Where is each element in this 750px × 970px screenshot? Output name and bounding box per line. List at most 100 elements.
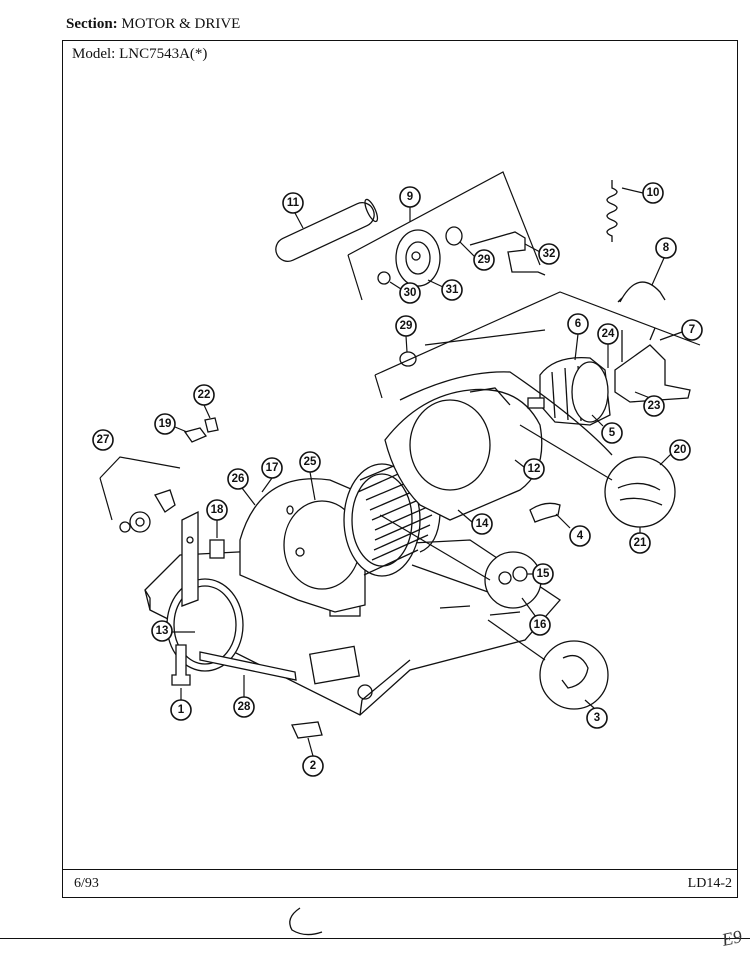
callout-label-6: 6 <box>575 318 581 330</box>
callout-label-25: 25 <box>304 456 317 468</box>
callout-29-lower <box>395 315 417 337</box>
callout-label-15: 15 <box>537 568 550 580</box>
callout-1 <box>170 699 192 721</box>
callout-30 <box>399 282 421 304</box>
callout-label-2: 2 <box>310 760 316 772</box>
footer-date: 6/93 <box>74 876 99 891</box>
callout-8 <box>655 237 677 259</box>
callout-18 <box>206 499 228 521</box>
callout-27 <box>92 429 114 451</box>
callout-label-1: 1 <box>178 704 185 716</box>
callout-label-4: 4 <box>577 530 584 542</box>
callout-3 <box>586 707 608 729</box>
callout-23 <box>643 395 665 417</box>
callout-26 <box>227 468 249 490</box>
callout-7 <box>681 319 703 341</box>
callout-label-7: 7 <box>689 324 695 336</box>
callout-24 <box>597 323 619 345</box>
callout-label-11: 11 <box>287 197 300 209</box>
callout-label-19: 19 <box>159 418 172 430</box>
clip-2 <box>291 721 323 739</box>
section-value: MOTOR & DRIVE <box>121 16 241 32</box>
callout-label-17: 17 <box>266 462 279 474</box>
idler-roller <box>275 198 379 262</box>
inset-3 <box>539 640 609 710</box>
clip-4 <box>529 502 561 523</box>
section-heading: Section: MOTOR & DRIVE <box>66 16 240 33</box>
pulley-hub <box>129 511 151 533</box>
motor-strap <box>617 281 666 303</box>
bottom-rule <box>0 938 750 939</box>
callout-label-30: 30 <box>404 287 417 299</box>
callout-label-20: 20 <box>674 444 687 456</box>
clip-19 <box>183 427 208 443</box>
callout-22 <box>193 384 215 406</box>
callout-label-9: 9 <box>407 191 413 203</box>
callout-label-23: 23 <box>648 400 661 412</box>
callout-29-top <box>473 249 495 271</box>
callout-label-14: 14 <box>476 518 489 530</box>
front-bracket <box>181 510 199 607</box>
callout-label-29-lower: 29 <box>400 320 413 332</box>
callout-21 <box>629 532 651 554</box>
callout-label-13: 13 <box>156 625 169 637</box>
callout-label-29-top: 29 <box>478 254 491 266</box>
callout-label-26: 26 <box>232 473 245 485</box>
callout-17 <box>261 457 283 479</box>
callout-label-10: 10 <box>647 187 660 199</box>
corner-handwritten-mark: E9 <box>720 926 744 950</box>
parts-drawing <box>99 171 701 739</box>
callout-14 <box>471 513 493 535</box>
front-rail <box>199 651 297 681</box>
callout-label-21: 21 <box>634 537 647 549</box>
model-value: LNC7543A(*) <box>119 46 208 62</box>
callout-label-5: 5 <box>609 427 616 439</box>
callout-label-24: 24 <box>602 328 615 340</box>
callout-31 <box>441 279 463 301</box>
callout-label-8: 8 <box>663 242 670 254</box>
section-label: Section: <box>66 16 118 32</box>
motor-mount <box>614 344 691 403</box>
callout-10 <box>642 182 664 204</box>
model-heading: Model: LNC7543A(*) <box>72 46 207 63</box>
footer-rule <box>62 869 738 870</box>
callout-label-16: 16 <box>534 619 547 631</box>
callout-label-22: 22 <box>198 389 211 401</box>
drive-belt <box>399 371 613 456</box>
diagram-frame <box>62 40 738 898</box>
callout-20 <box>669 439 691 461</box>
clip-22 <box>204 417 219 433</box>
blower-housing <box>384 388 543 521</box>
callout-28 <box>233 696 255 718</box>
footer-page-code: LD14-2 <box>687 876 732 891</box>
callout-label-12: 12 <box>528 463 541 475</box>
model-label: Model: <box>72 46 116 62</box>
callout-12 <box>523 458 545 480</box>
idler-spring <box>606 180 618 242</box>
callout-label-3: 3 <box>594 712 600 724</box>
callout-19 <box>154 413 176 435</box>
callout-4 <box>569 525 591 547</box>
callout-32 <box>538 243 560 265</box>
callout-9 <box>399 186 421 208</box>
callout-11 <box>282 192 304 214</box>
callout-label-31: 31 <box>446 284 459 296</box>
callout-label-28: 28 <box>238 701 251 713</box>
callout-25 <box>299 451 321 473</box>
callout-13 <box>151 620 173 642</box>
callout-label-32: 32 <box>543 248 556 260</box>
callout-15 <box>532 563 554 585</box>
callout-6 <box>567 313 589 335</box>
callout-group: 1 2 3 4 5 6 7 8 9 10 11 12 <box>92 182 703 777</box>
idler-pulley <box>395 229 441 287</box>
inset-15-16 <box>484 551 542 609</box>
callout-label-18: 18 <box>211 504 224 516</box>
door-switch <box>209 539 225 559</box>
idler-arm <box>469 231 546 276</box>
callout-16 <box>529 614 551 636</box>
leveling-leg <box>171 644 191 686</box>
inset-20-21 <box>604 456 676 528</box>
stray-mark <box>289 907 323 936</box>
callout-2 <box>302 755 324 777</box>
